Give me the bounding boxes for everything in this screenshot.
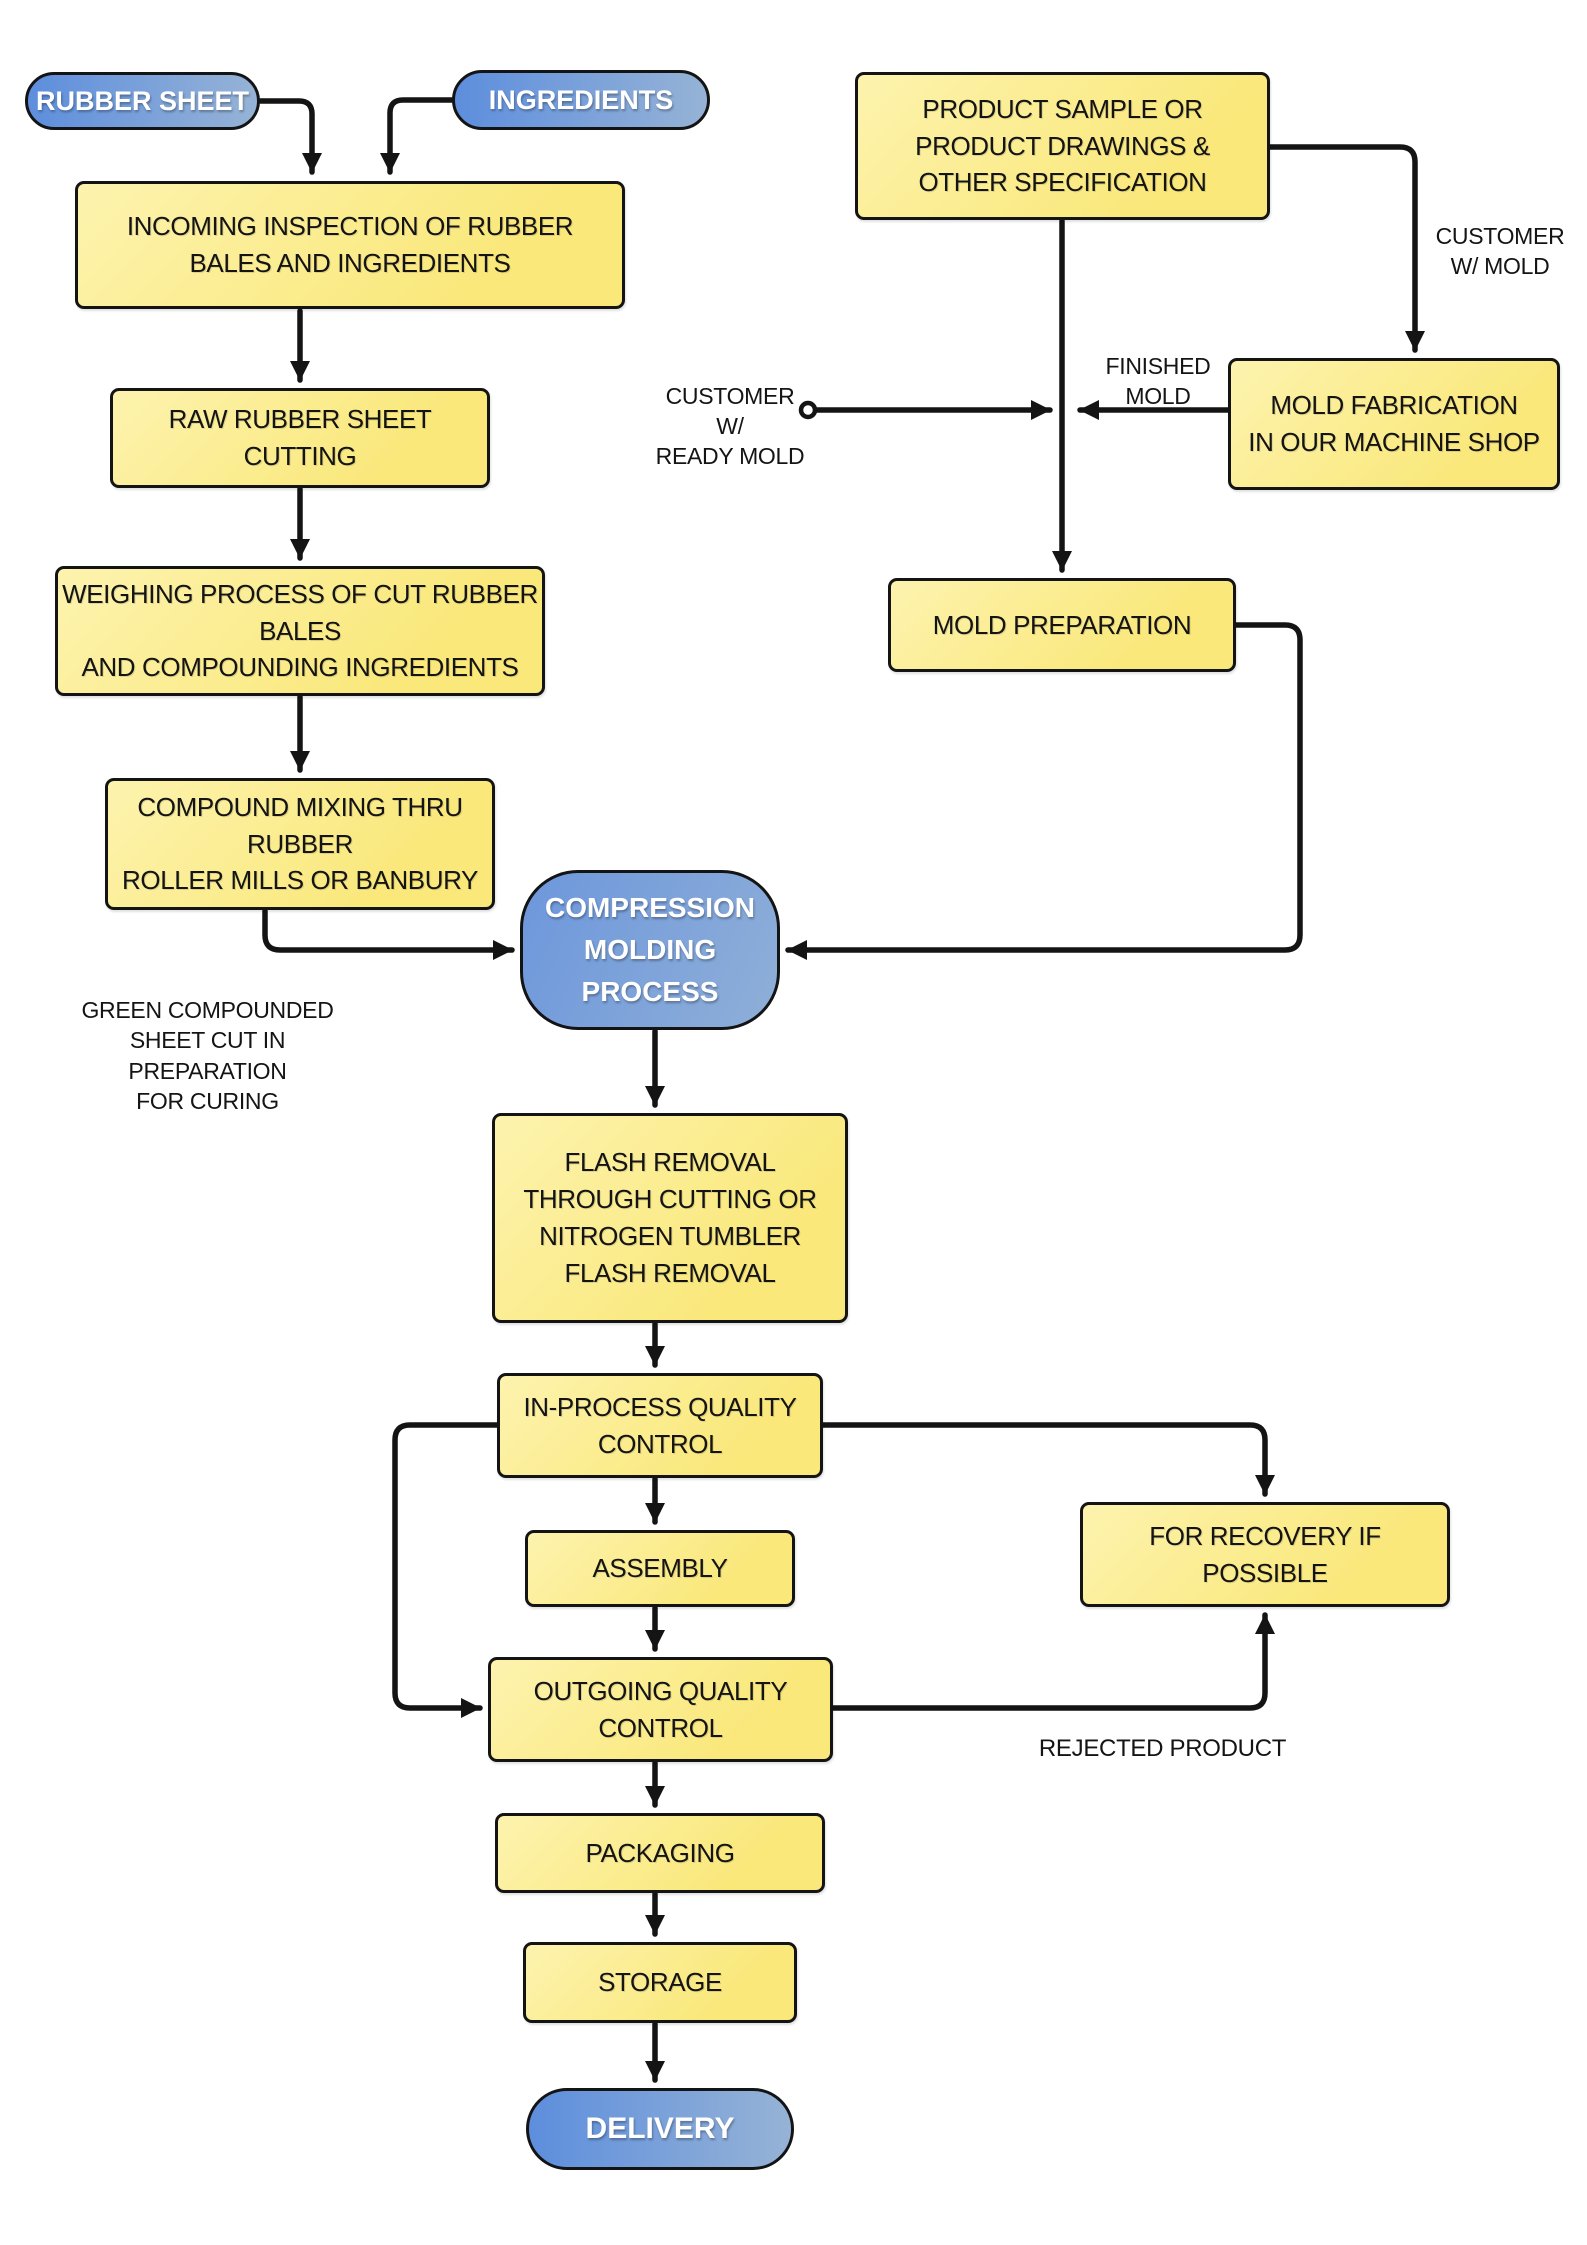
- node-rubber-sheet: RUBBER SHEET: [25, 72, 260, 130]
- node-ingredients: INGREDIENTS: [452, 70, 710, 130]
- edge-inprocess-to-recovery: [820, 1422, 1275, 1497]
- label-customer-ready-mold: CUSTOMER W/ READY MOLD: [655, 383, 805, 469]
- edge-product-to-moldfab: [1267, 144, 1425, 353]
- ready-mold-start-circle: [798, 400, 818, 420]
- edge-outgoing-to-recovery: [830, 1612, 1275, 1711]
- label-rejected-product: REJECTED PRODUCT: [1038, 1735, 1287, 1762]
- node-for-recovery: FOR RECOVERY IF POSSIBLE: [1080, 1502, 1450, 1607]
- edge-ingredients-to-incoming: [380, 97, 455, 175]
- node-mold-fabrication: MOLD FABRICATION IN OUR MACHINE SHOP: [1228, 358, 1560, 490]
- label-finished-mold: FINISHED MOLD: [1105, 353, 1211, 409]
- edge-rubber-to-incoming: [257, 98, 322, 175]
- node-raw-rubber-cutting: RAW RUBBER SHEET CUTTING: [110, 388, 490, 488]
- node-mold-preparation: MOLD PREPARATION: [888, 578, 1236, 672]
- edge-inprocess-bypass-to-outgoing: [392, 1422, 500, 1718]
- node-storage: STORAGE: [523, 1942, 797, 2023]
- node-product-specification: PRODUCT SAMPLE OR PRODUCT DRAWINGS & OTH…: [855, 72, 1270, 220]
- label-green-compounded-sheet: GREEN COMPOUNDED SHEET CUT IN PREPARATIO…: [81, 997, 334, 1115]
- edge-moldprep-to-compression: [785, 622, 1303, 960]
- edge-compound-to-compression: [262, 908, 515, 960]
- node-flash-removal: FLASH REMOVAL THROUGH CUTTING OR NITROGE…: [492, 1113, 848, 1323]
- node-packaging: PACKAGING: [495, 1813, 825, 1893]
- node-weighing-process: WEIGHING PROCESS OF CUT RUBBER BALES AND…: [55, 566, 545, 696]
- node-outgoing-qc: OUTGOING QUALITY CONTROL: [488, 1657, 833, 1762]
- node-delivery: DELIVERY: [526, 2088, 794, 2170]
- node-compound-mixing: COMPOUND MIXING THRU RUBBER ROLLER MILLS…: [105, 778, 495, 910]
- node-compression-molding: COMPRESSION MOLDING PROCESS: [520, 870, 780, 1030]
- node-in-process-qc: IN-PROCESS QUALITY CONTROL: [497, 1373, 823, 1478]
- node-incoming-inspection: INCOMING INSPECTION OF RUBBER BALES AND …: [75, 181, 625, 309]
- label-customer-w-mold: CUSTOMER W/ MOLD: [1435, 223, 1565, 279]
- node-assembly: ASSEMBLY: [525, 1530, 795, 1607]
